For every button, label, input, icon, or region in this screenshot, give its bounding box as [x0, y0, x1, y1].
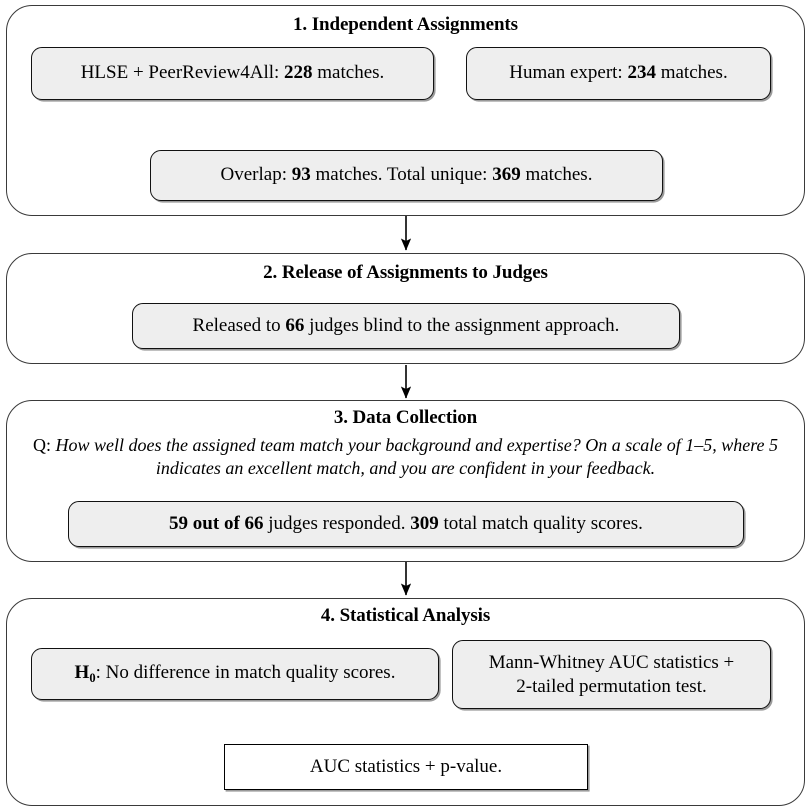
stage-4-title: 4. Statistical Analysis	[320, 605, 491, 626]
released-prefix: Released to	[192, 314, 286, 336]
human-value: 234	[627, 62, 656, 84]
box-released-to-judges[interactable]: Released to 66 judges blind to the assig…	[132, 303, 680, 349]
box-judges-responded[interactable]: 59 out of 66 judges responded. 309 total…	[68, 501, 744, 547]
released-value: 66	[285, 314, 305, 336]
hlse-prefix: HLSE + PeerReview4All:	[80, 62, 285, 84]
question-label: Q:	[32, 435, 56, 455]
null-hypothesis-text: : No difference in match quality scores.	[95, 662, 396, 684]
human-prefix: Human expert:	[509, 62, 628, 84]
overlap-prefix: Overlap:	[220, 164, 292, 186]
stage-3-title: 3. Data Collection	[333, 407, 478, 428]
released-suffix: judges blind to the assignment approach.	[304, 314, 620, 336]
null-hypothesis-symbol: H	[74, 662, 90, 684]
question-body: How well does the assigned team match yo…	[55, 435, 779, 479]
box-human-expert[interactable]: Human expert: 234 matches.	[466, 47, 771, 100]
overlap-mid: matches. Total unique:	[310, 164, 493, 186]
box-statistical-method[interactable]: Mann-Whitney AUC statistics + 2-tailed p…	[452, 640, 771, 709]
box-hlse-peerreview4all[interactable]: HLSE + PeerReview4All: 228 matches.	[31, 47, 434, 100]
hlse-value: 228	[284, 62, 313, 84]
auc-result-text: AUC statistics + p-value.	[309, 756, 503, 777]
hlse-suffix: matches.	[312, 62, 385, 84]
human-suffix: matches.	[655, 62, 728, 84]
responded-suffix: total match quality scores.	[438, 512, 643, 534]
method-line-2: 2-tailed permutation test.	[516, 675, 707, 697]
stage-1-title: 1. Independent Assignments	[293, 14, 518, 35]
box-null-hypothesis[interactable]: H0: No difference in match quality score…	[31, 648, 439, 700]
overlap-value: 93	[291, 164, 311, 186]
null-hypothesis-subscript: 0	[89, 671, 96, 686]
method-line-1: Mann-Whitney AUC statistics +	[488, 651, 735, 673]
data-collection-question: Q: How well does the assigned team match…	[28, 434, 783, 481]
scores-value: 309	[410, 512, 439, 534]
responded-mid: judges responded.	[263, 512, 411, 534]
box-overlap-total[interactable]: Overlap: 93 matches. Total unique: 369 m…	[150, 150, 663, 201]
overlap-suffix: matches.	[520, 164, 593, 186]
total-unique-value: 369	[492, 164, 521, 186]
responded-value: 59 out of 66	[169, 512, 264, 534]
box-auc-result[interactable]: AUC statistics + p-value.	[224, 744, 588, 790]
stage-2-title: 2. Release of Assignments to Judges	[263, 262, 548, 283]
